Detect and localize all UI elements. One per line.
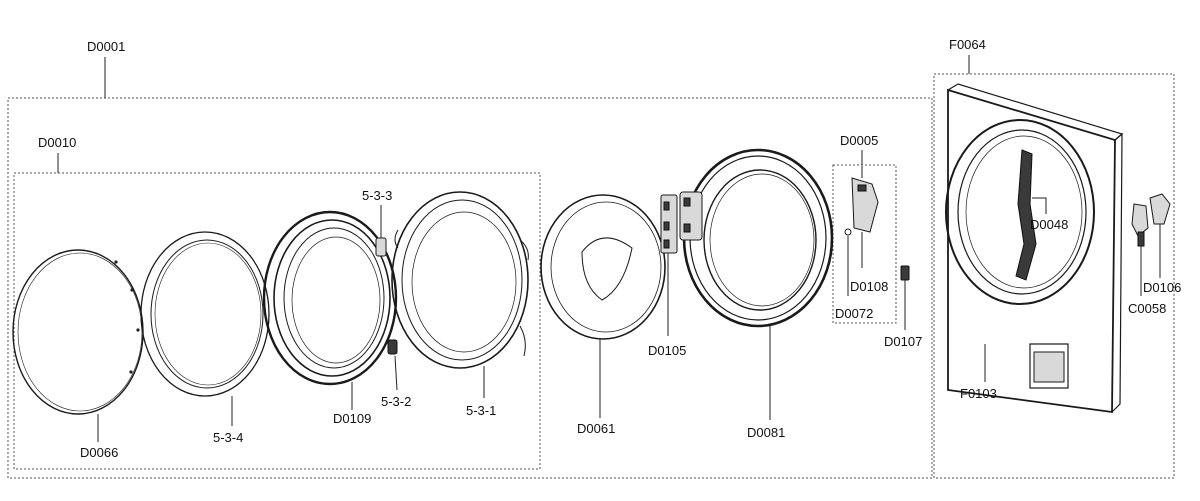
- label-531: 5-3-1: [466, 403, 496, 418]
- label-door-inner: D0010: [38, 135, 76, 150]
- part-d0066-outer-glass: [12, 249, 144, 415]
- part-f0103-front-panel: [945, 83, 1124, 414]
- label-d0072: D0072: [835, 306, 873, 321]
- label-front-panel: F0064: [949, 37, 986, 52]
- label-d0048: D0048: [1030, 217, 1068, 232]
- hinge-group-box: [832, 164, 897, 324]
- label-hinge-group: D0005: [840, 133, 878, 148]
- part-d0106-door-lock: [1131, 193, 1171, 247]
- front-panel-box: [933, 73, 1175, 479]
- label-d0081: D0081: [747, 425, 785, 440]
- label-533: 5-3-3: [362, 188, 392, 203]
- label-d0107: D0107: [884, 334, 922, 349]
- label-534: 5-3-4: [213, 430, 243, 445]
- part-534-trim-ring: [140, 231, 270, 397]
- label-d0066: D0066: [80, 445, 118, 460]
- leader-d0048: [1032, 197, 1047, 214]
- label-c0058: C0058: [1128, 301, 1166, 316]
- label-d0106: D0106: [1143, 280, 1181, 295]
- part-d0107-latch: [900, 265, 910, 281]
- label-door-assembly: D0001: [87, 39, 125, 54]
- label-d0061: D0061: [577, 421, 615, 436]
- part-531-inner-ring: [375, 191, 529, 369]
- part-d0105-hinge: [660, 194, 678, 254]
- label-d0108: D0108: [850, 279, 888, 294]
- part-d0109-door-frame: [262, 210, 398, 386]
- label-f0103: F0103: [960, 386, 997, 401]
- label-d0105: D0105: [648, 343, 686, 358]
- door-assembly-box: [7, 97, 933, 479]
- label-532: 5-3-2: [381, 394, 411, 409]
- label-d0109: D0109: [333, 411, 371, 426]
- leader-532: [394, 355, 398, 391]
- part-d0061-glass-bowl: [540, 194, 666, 340]
- part-d0072-pin: [844, 228, 852, 236]
- part-d0108-hinge-block: [851, 177, 879, 233]
- part-d0081-door-frame: [679, 148, 834, 328]
